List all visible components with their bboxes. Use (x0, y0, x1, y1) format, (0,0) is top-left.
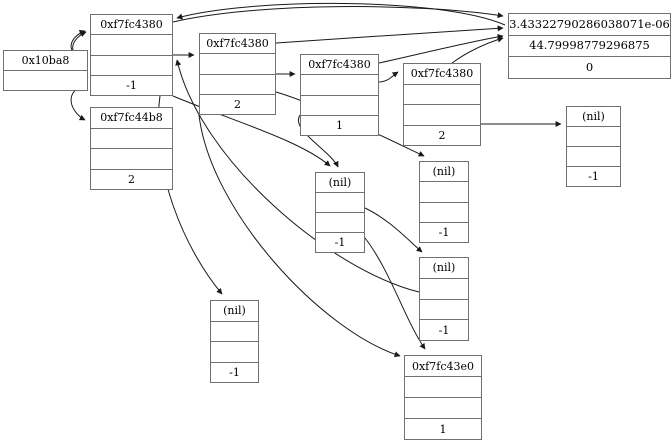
node-label: (nil) (211, 301, 258, 322)
node-field-1 (91, 35, 172, 56)
node-field-1: 44.79998779296875 (509, 36, 670, 58)
node-field-2 (301, 96, 378, 116)
nil-node-mid: (nil) -1 (315, 172, 365, 253)
node-label: 0xf7fc44b8 (91, 108, 172, 129)
node-label: (nil) (316, 173, 364, 193)
root-node: 0x10ba8 (3, 50, 88, 91)
node-f7fc4380-b: 0xf7fc4380 2 (199, 33, 276, 115)
node-field-1 (200, 54, 275, 75)
node-label: (nil) (567, 107, 620, 127)
node-field-2 (420, 300, 468, 321)
node-label: 0xf7fc4380 (200, 34, 275, 55)
node-label: 0x10ba8 (4, 51, 87, 71)
node-field-1 (405, 377, 481, 398)
node-field-3: -1 (334, 236, 346, 249)
node-field-3: 2 (234, 97, 241, 111)
node-field-1 (567, 127, 620, 147)
node-f7fc43e0: 0xf7fc43e0 1 (404, 355, 482, 440)
nil-node-right: (nil) -1 (566, 106, 621, 187)
node-field-2 (211, 342, 258, 363)
node-field-3: 2 (438, 128, 446, 142)
node-field-3: -1 (438, 323, 450, 337)
edge-nilB-to-n6 (364, 237, 426, 350)
node-field-2 (404, 105, 480, 126)
node-field-1 (91, 129, 172, 149)
node-field-1 (404, 85, 480, 105)
node-field-3: -1 (229, 365, 240, 379)
node-field-1 (420, 279, 468, 300)
node-field-2 (567, 147, 620, 167)
node-field-1 (211, 322, 258, 342)
node-field-2 (405, 398, 481, 419)
nil-node-upper: (nil) -1 (419, 161, 469, 243)
node-field-3: -1 (126, 78, 137, 92)
node-field-1 (301, 75, 378, 96)
edge-n5-to-n1-back (176, 2, 506, 26)
node-f7fc4380-c: 0xf7fc4380 1 (300, 54, 379, 136)
node-f7fc4380-a: 0xf7fc4380 -1 (90, 14, 173, 96)
node-field-2: 0 (585, 59, 594, 74)
node-field-2 (316, 213, 364, 233)
node-field-3: 2 (128, 172, 135, 186)
node-field-3: 1 (439, 422, 447, 436)
node-label: 0xf7fc4380 (301, 55, 378, 76)
node-f7fc44b8: 0xf7fc44b8 2 (90, 107, 173, 190)
node-label: 0xf7fc43e0 (405, 356, 481, 377)
node-field-3: -1 (438, 225, 450, 239)
edge-nilB-to-nilD (364, 207, 423, 253)
node-field-2 (91, 149, 172, 170)
node-field-2 (91, 56, 172, 76)
edge-n5-to-fbox (451, 36, 504, 64)
node-label: 3.43322790286038071e-06 (509, 14, 670, 36)
node-label: 0xf7fc4380 (91, 15, 172, 36)
node-label: (nil) (420, 258, 468, 279)
edge-n4-to-fbox (378, 33, 504, 64)
node-field-2 (420, 203, 468, 223)
nil-node-lower: (nil) -1 (419, 257, 469, 341)
node-field-3: -1 (588, 170, 599, 183)
node-label: (nil) (420, 162, 468, 183)
node-field-1 (316, 193, 364, 213)
edge-n4-to-n5 (378, 71, 399, 83)
edge-n1-to-fbox (172, 6, 504, 23)
node-field-2 (200, 75, 275, 95)
node-field-1 (420, 182, 468, 203)
nil-node-bottom: (nil) -1 (210, 300, 259, 383)
node-f7fc4380-d: 0xf7fc4380 2 (403, 63, 481, 146)
node-field-1 (4, 71, 87, 90)
edge-n3-to-fbox (275, 25, 504, 44)
node-label: 0xf7fc4380 (404, 64, 480, 85)
node-field-3: 1 (336, 118, 343, 132)
